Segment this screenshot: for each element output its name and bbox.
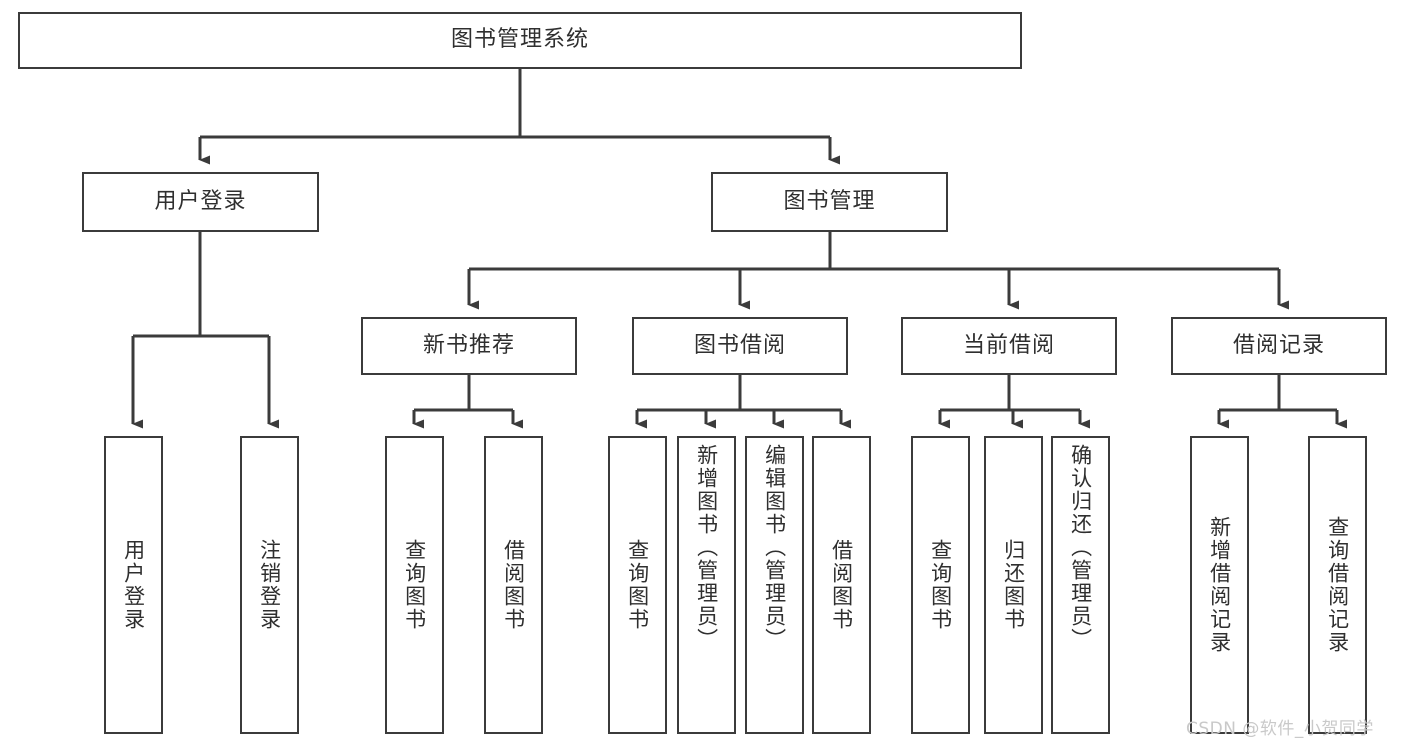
node-leaf-query-borrow-record[interactable]: 查询借阅记录	[1308, 436, 1367, 734]
node-leaf-confirm-return-label: 确认归还（管理员）	[1068, 444, 1093, 651]
node-book-borrow-label: 图书借阅	[693, 332, 786, 358]
node-leaf-edit-book[interactable]: 编辑图书（管理员）	[745, 436, 804, 734]
node-leaf-query-book-2[interactable]: 查询图书	[608, 436, 667, 734]
csdn-watermark: CSDN @软件_小贺同学	[1186, 719, 1374, 739]
node-new-book-recommend-label: 新书推荐	[422, 332, 515, 358]
node-leaf-user-login[interactable]: 用户登录	[104, 436, 163, 734]
node-leaf-logout-login-label: 注销登录	[257, 539, 282, 631]
node-new-book-recommend[interactable]: 新书推荐	[361, 317, 577, 375]
node-leaf-borrow-book-2[interactable]: 借阅图书	[812, 436, 871, 734]
node-leaf-add-book[interactable]: 新增图书（管理员）	[677, 436, 736, 734]
node-leaf-return-book[interactable]: 归还图书	[984, 436, 1043, 734]
node-root-label: 图书管理系统	[450, 27, 589, 53]
node-leaf-add-borrow-record-label: 新增借阅记录	[1207, 516, 1232, 654]
node-user-login-label: 用户登录	[154, 188, 247, 214]
node-current-borrow[interactable]: 当前借阅	[901, 317, 1117, 375]
node-leaf-add-borrow-record[interactable]: 新增借阅记录	[1190, 436, 1249, 734]
node-leaf-return-book-label: 归还图书	[1001, 539, 1026, 631]
node-leaf-query-book-2-label: 查询图书	[625, 539, 650, 631]
node-borrow-record-label: 借阅记录	[1232, 332, 1325, 358]
node-leaf-confirm-return[interactable]: 确认归还（管理员）	[1051, 436, 1110, 734]
node-user-login[interactable]: 用户登录	[82, 172, 319, 232]
node-leaf-add-book-label: 新增图书（管理员）	[694, 444, 719, 651]
node-leaf-edit-book-label: 编辑图书（管理员）	[762, 444, 787, 651]
node-leaf-query-book-1[interactable]: 查询图书	[385, 436, 444, 734]
node-leaf-user-login-label: 用户登录	[121, 539, 146, 631]
node-leaf-query-book-1-label: 查询图书	[402, 539, 427, 631]
node-book-manage-label: 图书管理	[783, 188, 876, 214]
node-leaf-query-borrow-record-label: 查询借阅记录	[1325, 516, 1350, 654]
node-leaf-query-book-3[interactable]: 查询图书	[911, 436, 970, 734]
node-book-manage[interactable]: 图书管理	[711, 172, 948, 232]
node-root[interactable]: 图书管理系统	[18, 12, 1022, 69]
node-leaf-borrow-book-2-label: 借阅图书	[829, 539, 854, 631]
node-leaf-query-book-3-label: 查询图书	[928, 539, 953, 631]
node-borrow-record[interactable]: 借阅记录	[1171, 317, 1387, 375]
node-leaf-borrow-book-1[interactable]: 借阅图书	[484, 436, 543, 734]
node-current-borrow-label: 当前借阅	[962, 332, 1055, 358]
node-leaf-logout-login[interactable]: 注销登录	[240, 436, 299, 734]
node-leaf-borrow-book-1-label: 借阅图书	[501, 539, 526, 631]
node-book-borrow[interactable]: 图书借阅	[632, 317, 848, 375]
